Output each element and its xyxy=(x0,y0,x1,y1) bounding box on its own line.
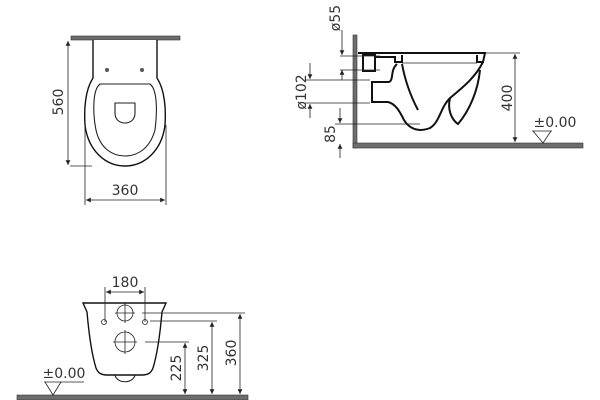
drain-outline xyxy=(114,374,136,383)
inlet-spigot xyxy=(362,54,376,72)
floor-level-marker xyxy=(532,130,552,144)
outlet-diameter-label: ø102 xyxy=(294,74,310,109)
trapway xyxy=(371,61,484,131)
floor-level-marker xyxy=(44,381,62,396)
side-view: 400 ±0.00 ø55 ø102 85 xyxy=(294,5,584,158)
floor-back-view xyxy=(16,394,249,400)
inlet-height-label: 360 xyxy=(224,340,240,367)
wall-top-view xyxy=(70,35,181,41)
seat-outline xyxy=(93,83,157,157)
bolt-spacing-label: 180 xyxy=(112,275,139,291)
floor-level-label-side: ±0.00 xyxy=(534,115,577,131)
inlet-diameter-label: ø55 xyxy=(328,5,344,31)
floor-side-view xyxy=(352,142,584,149)
outlet-height-label: 225 xyxy=(169,355,185,382)
outlet-offset-label: 85 xyxy=(323,125,339,143)
floor-level-label-back: ±0.00 xyxy=(43,366,86,382)
wall-side-view xyxy=(352,34,358,149)
bolt-height-label: 325 xyxy=(196,345,212,372)
fixing-hole xyxy=(105,68,109,72)
top-view: 560 360 xyxy=(51,35,181,205)
width-label: 360 xyxy=(112,183,139,199)
depth-label: 560 xyxy=(51,89,67,116)
bowl-outline-back xyxy=(81,302,168,376)
bowl-opening xyxy=(114,102,136,124)
back-view: 180 225 325 360 ±0.00 xyxy=(16,275,249,400)
fixing-hole xyxy=(140,68,144,72)
height-label: 400 xyxy=(500,85,516,112)
fixing-hole xyxy=(101,319,107,325)
